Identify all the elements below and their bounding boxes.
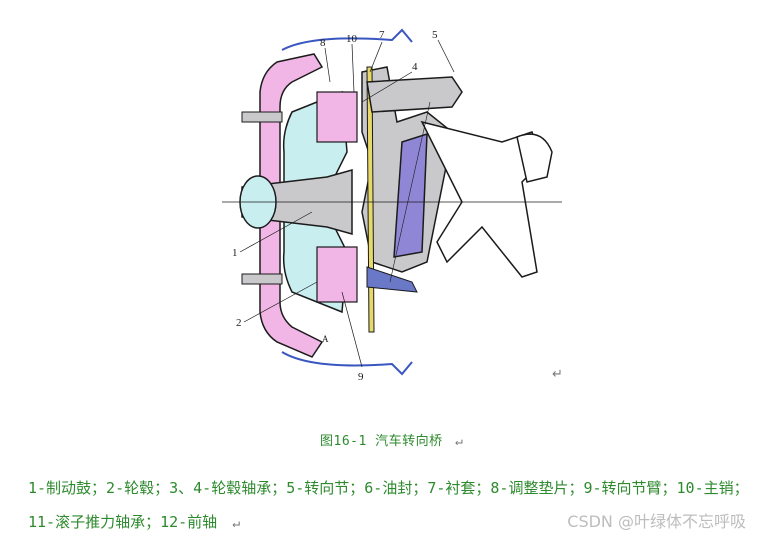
leader-line-5	[437, 39, 455, 73]
caption-return-mark: ↵	[454, 434, 464, 449]
leader-line-2	[243, 281, 318, 323]
lower-seal-shape	[366, 266, 418, 293]
part-number-10: 10	[346, 33, 358, 45]
leader-line-7	[369, 41, 383, 73]
leader-line-10	[351, 43, 355, 93]
kingpin-centerline	[389, 101, 431, 283]
part-number-8: 8	[320, 37, 326, 49]
bearing-upper-shape	[316, 91, 358, 143]
csdn-watermark: CSDN @叶绿体不忘呼吸	[567, 512, 746, 531]
part-number-1: 1	[232, 247, 238, 259]
part-number-7: 7	[379, 29, 385, 41]
leader-line-8	[324, 47, 331, 83]
part-number-4: 4	[412, 61, 418, 73]
leader-line-1	[239, 211, 313, 253]
axis-letter-a: A	[322, 334, 329, 344]
upper-bolt-shape	[241, 111, 283, 123]
steering-arm-shape	[366, 76, 463, 113]
part-number-5: 5	[432, 29, 438, 41]
tie-rod-end-shape	[516, 133, 553, 183]
wheel-rim-shape	[281, 28, 413, 376]
steering-axle-figure: 1 2 4 5 7 8 9 10 A	[222, 12, 562, 383]
legend-return-mark: ↵	[232, 516, 241, 531]
lower-bolt-shape	[241, 273, 283, 285]
part-number-9: 9	[358, 371, 364, 382]
bearing-lower-shape	[316, 246, 358, 303]
figure-return-mark: ↵	[552, 367, 563, 382]
legend-text: 1-制动鼓；2-轮毂；3、4-轮毂轴承；5-转向节；6-油封；7-衬套；8-调整…	[28, 479, 749, 531]
caption-text: 图16-1 汽车转向桥	[320, 434, 443, 449]
leader-line-9	[341, 291, 363, 368]
figure-caption: 图16-1 汽车转向桥 ↵	[320, 430, 463, 449]
bushing-strip-shape	[366, 66, 375, 333]
parts-legend: 1-制动鼓；2-轮毂；3、4-轮毂轴承；5-转向节；6-油封；7-衬套；8-调整…	[28, 471, 758, 541]
leader-line-4	[361, 71, 413, 103]
part-number-2: 2	[236, 317, 242, 329]
steering-axle-drawing: 1 2 4 5 7 8 9 10 A	[222, 28, 562, 383]
